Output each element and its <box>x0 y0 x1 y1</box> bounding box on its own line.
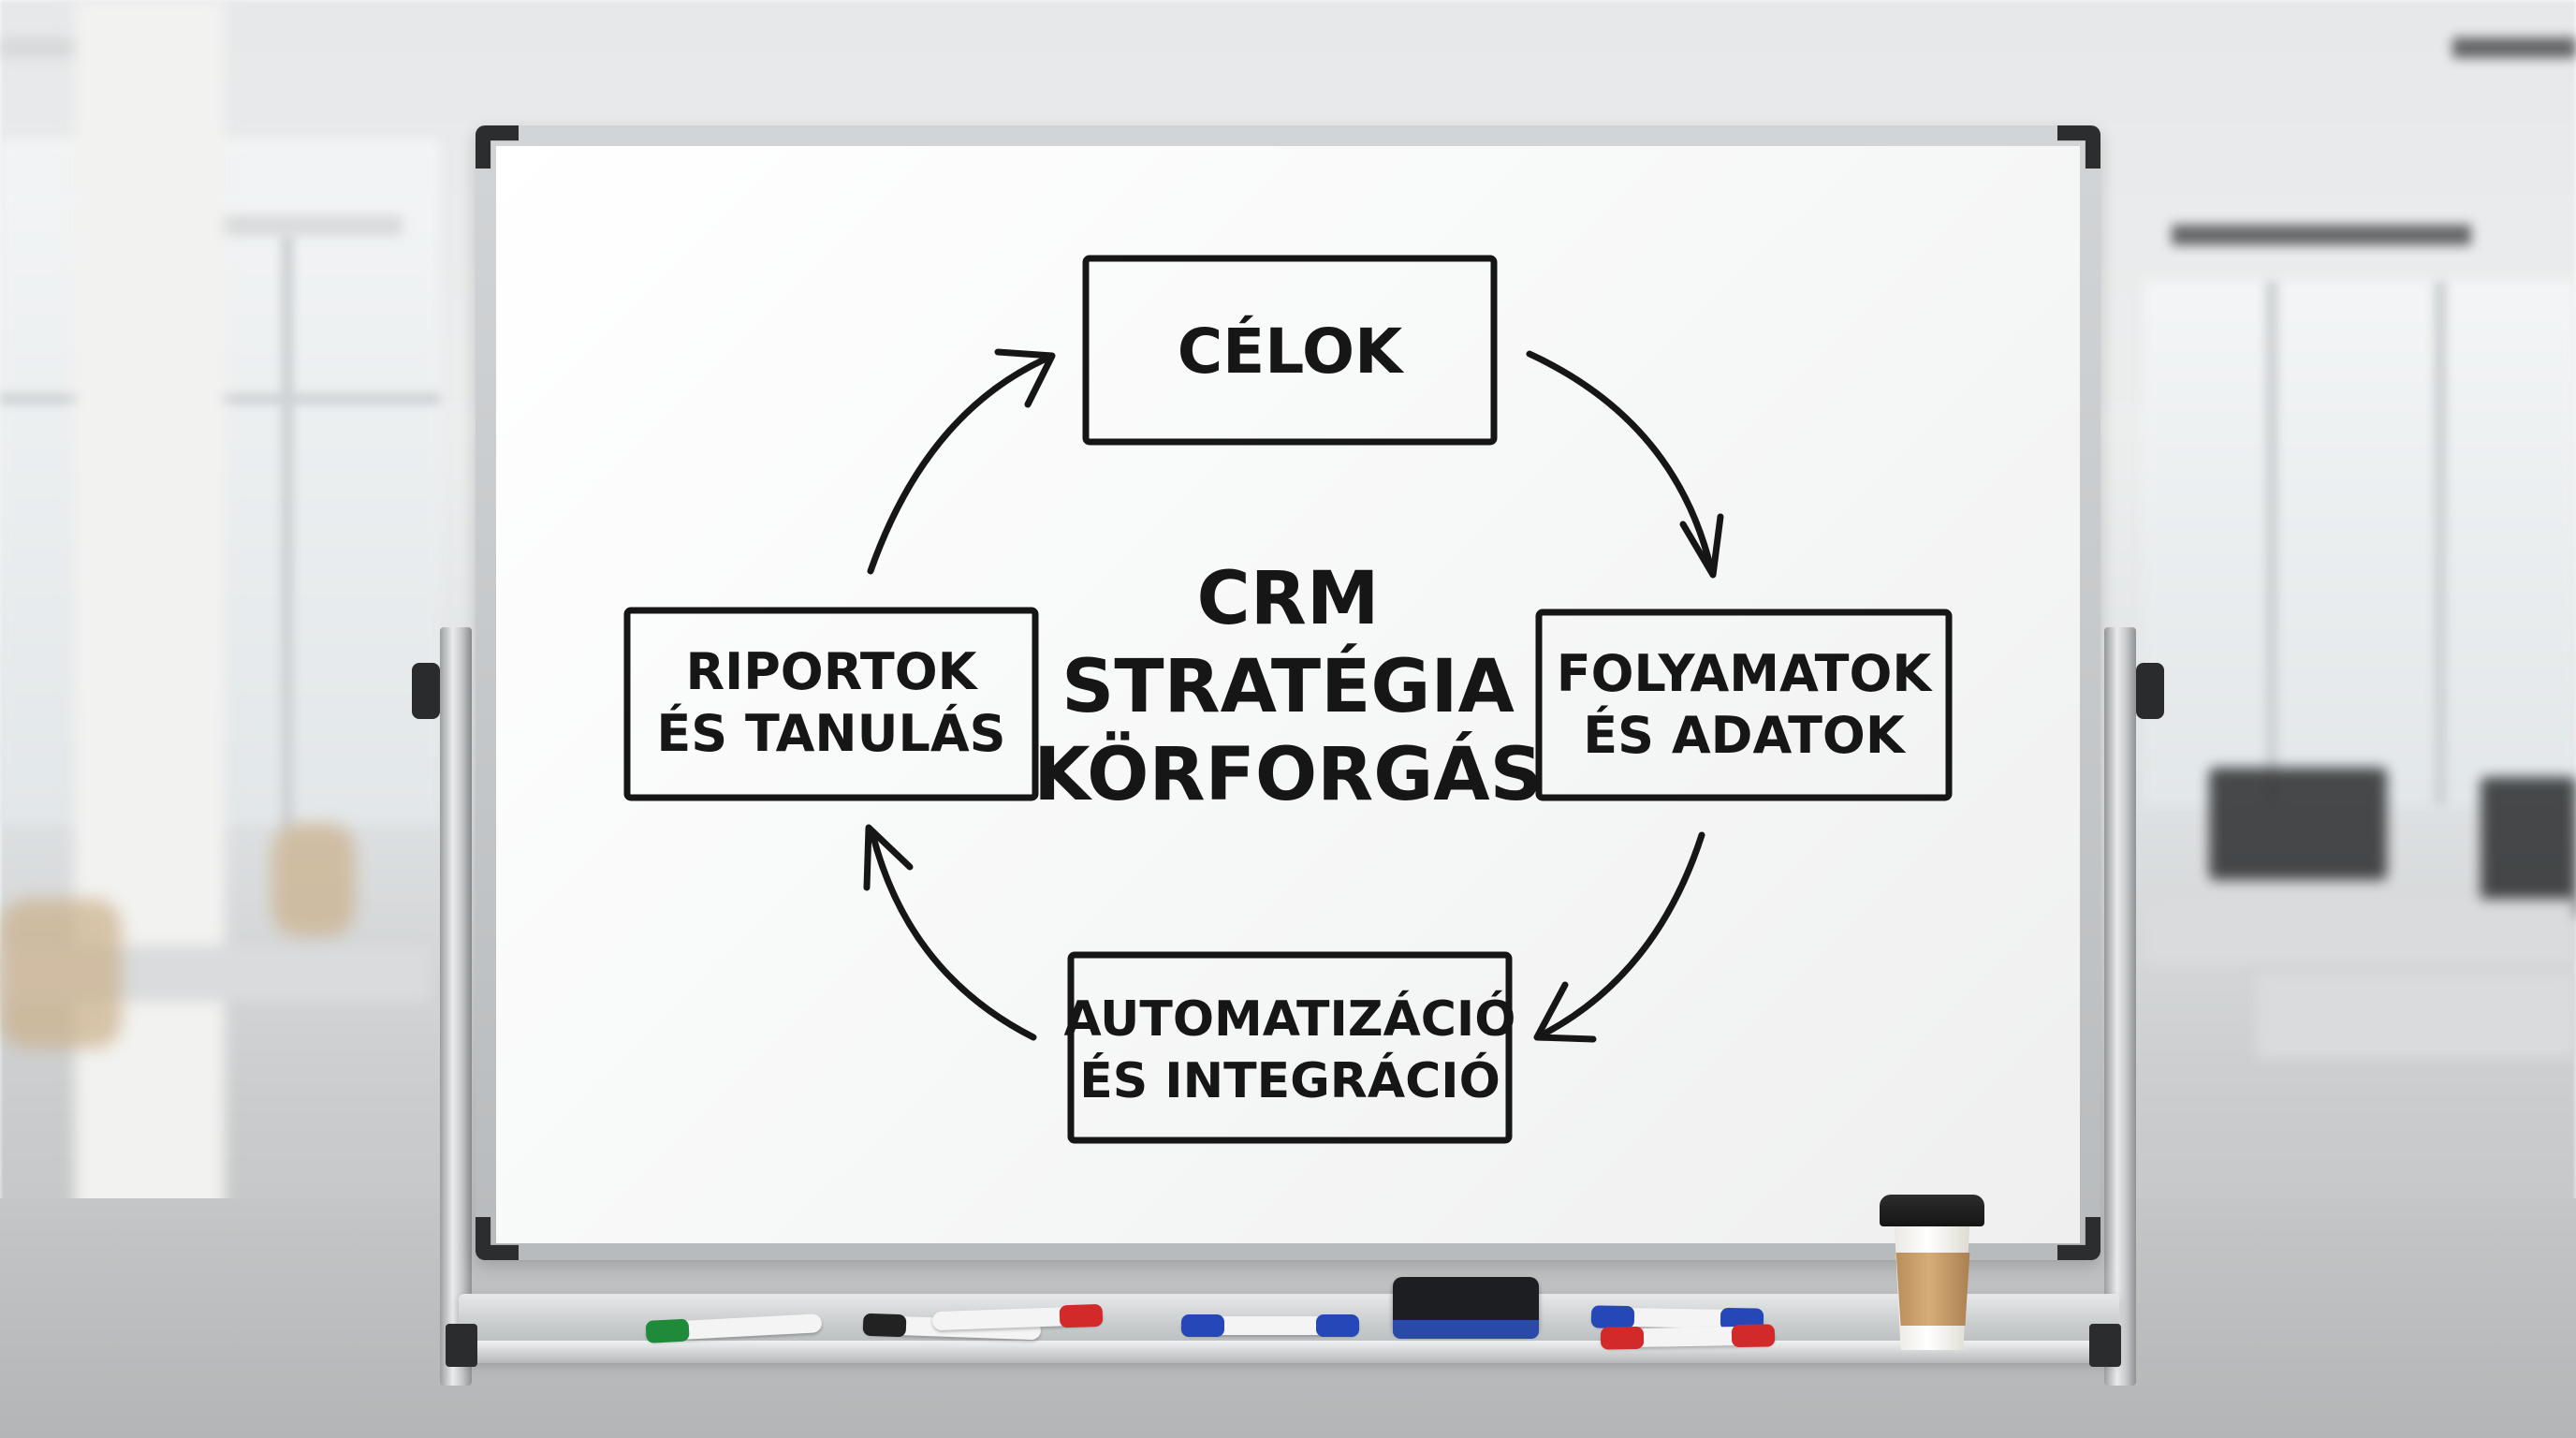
monitor <box>2209 768 2387 880</box>
eraser-felt <box>1393 1320 1539 1339</box>
window-frame <box>2265 281 2278 805</box>
arrow-riportok-to-celok <box>867 354 1052 575</box>
marker-cap <box>1059 1303 1104 1328</box>
marker-cap <box>1590 1305 1635 1329</box>
node-label-folyamatok-line2: ÉS ADATOK <box>1583 706 1907 765</box>
diagram-title-line1: CRM <box>1197 557 1380 641</box>
ceiling-light <box>2452 37 2576 58</box>
blue-marker[interactable] <box>1181 1314 1359 1337</box>
arrowhead-celok-to-folyamatok <box>1679 513 1724 579</box>
stand-post-right <box>2104 627 2136 1386</box>
tray-end-cap-left <box>446 1324 477 1367</box>
arrowhead-folyamatok-to-automatizacio <box>1533 981 1597 1043</box>
diagram-title-line3: KÖRFORGÁS <box>1033 731 1543 817</box>
marker-cap <box>1181 1314 1224 1337</box>
arrow-automatizacio-to-riportok <box>869 829 1037 1041</box>
whiteboard-surface <box>496 146 2080 1243</box>
node-box-automatizacio <box>1067 951 1513 1144</box>
node-label-automatizacio-line2: ÉS INTEGRÁCIÓ <box>1079 1051 1500 1109</box>
marker-tray-lip <box>459 1341 2119 1363</box>
arrowhead-riportok-to-celok <box>994 348 1056 408</box>
coffee-cup-lid <box>1880 1195 1984 1226</box>
node-label-riportok-line1: RIPORTOK <box>686 642 979 701</box>
node-label-celok: CÉLOK <box>1178 315 1405 388</box>
arrow-folyamatok-to-automatizacio <box>1541 831 1705 1037</box>
monitor <box>2481 777 2576 917</box>
coffee-cup-sleeve <box>1895 1253 1970 1326</box>
chair <box>271 824 356 936</box>
window-frame <box>2434 281 2447 805</box>
node-label-folyamatok-line1: FOLYAMATOK <box>1557 644 1934 703</box>
stand-post-left <box>440 627 472 1386</box>
marker-cap <box>862 1313 907 1338</box>
diagram-title-line2: STRATÉGIA <box>1061 643 1515 729</box>
arrowhead-automatizacio-to-riportok <box>863 824 914 891</box>
ceiling-light <box>2172 225 2471 245</box>
tray-end-cap-right <box>2089 1324 2121 1367</box>
stand-knob-right <box>2136 663 2164 719</box>
marker-cap <box>645 1318 690 1343</box>
node-box-folyamatok <box>1535 609 1953 801</box>
arrow-celok-to-folyamatok <box>1526 350 1715 573</box>
node-label-automatizacio-line1: AUTOMATIZÁCIÓ <box>1064 990 1516 1048</box>
marker-cap <box>1600 1326 1645 1350</box>
stand-knob-left <box>412 663 440 719</box>
marker-cap <box>1731 1324 1776 1348</box>
node-box-celok <box>1082 255 1498 446</box>
window-right <box>2144 281 2576 805</box>
red-marker-2[interactable] <box>1600 1324 1776 1350</box>
marker-cap <box>1316 1314 1359 1337</box>
node-box-riportok <box>623 607 1039 801</box>
window-frame <box>281 234 294 833</box>
chair <box>0 899 122 1049</box>
node-label-riportok-line2: ÉS TANULÁS <box>656 704 1005 763</box>
desk <box>2144 899 2576 964</box>
desk <box>2256 974 2576 1058</box>
